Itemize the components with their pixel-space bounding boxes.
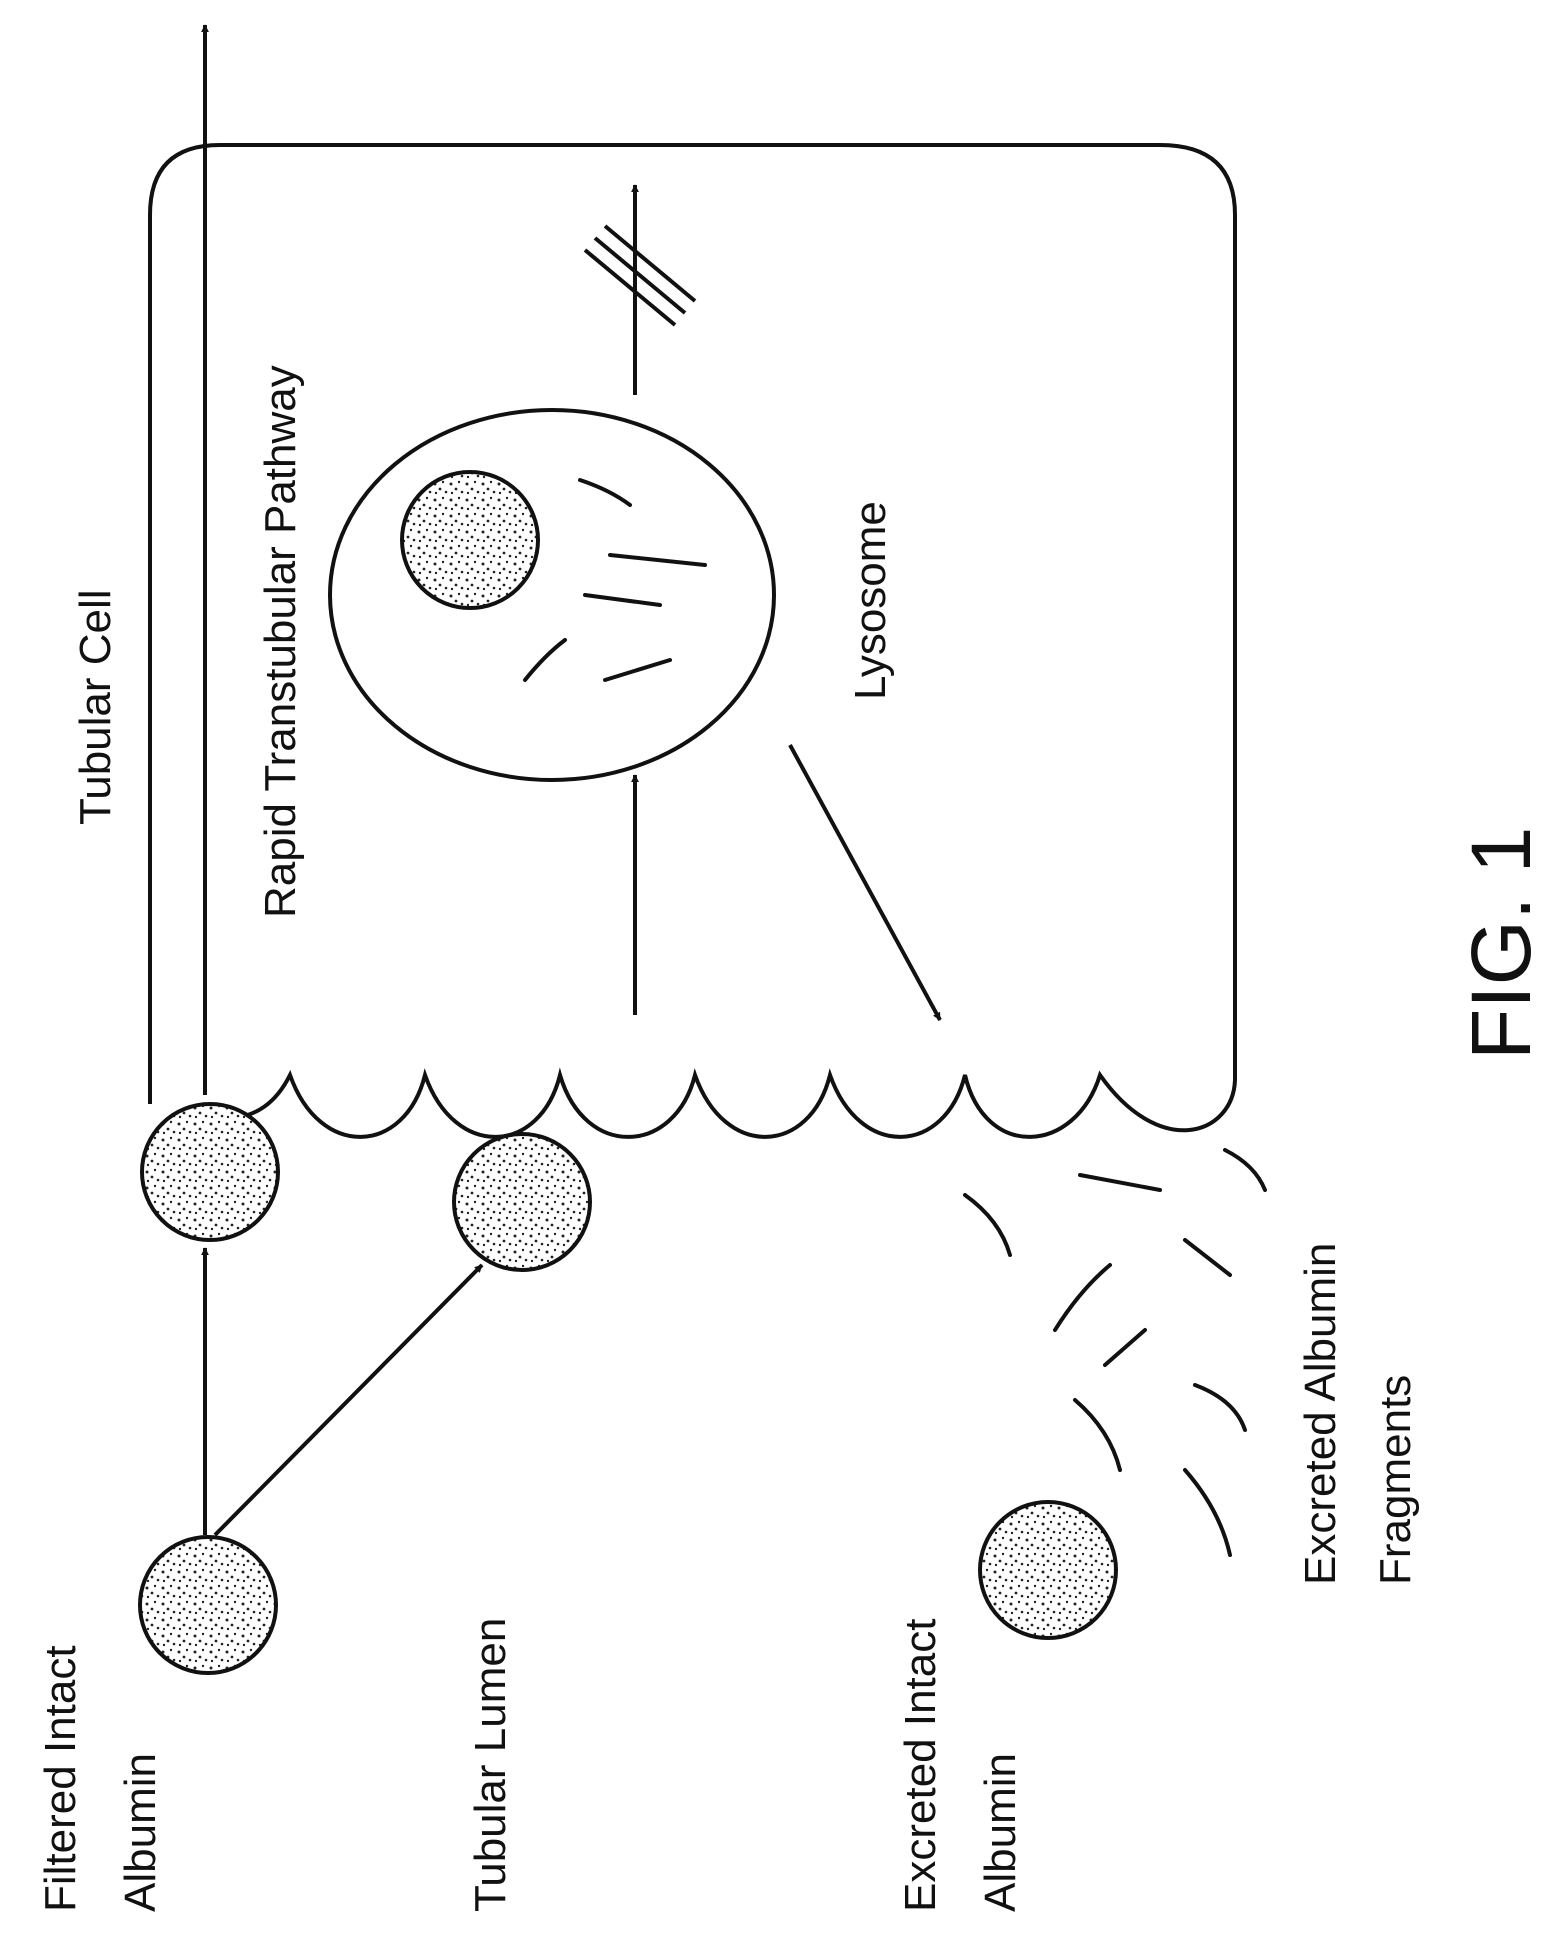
- excreted-intact-albumin: [980, 1502, 1116, 1638]
- figure-number: FIG. 1: [1454, 827, 1548, 1060]
- label-tubular-lumen: Tubular Lumen: [466, 1618, 515, 1912]
- albumin-at-membrane-2: [454, 1134, 590, 1270]
- label-excreted-intact-line1: Excreted Intact: [896, 1619, 945, 1912]
- block-slash-3: [605, 226, 695, 301]
- degradation-arrow: [790, 745, 940, 1020]
- fragment-1: [580, 480, 630, 505]
- label-rapid-transtubular-pathway: Rapid Transtubular Pathway: [256, 365, 305, 918]
- label-lysosome: Lysosome: [846, 501, 895, 700]
- fragment-2: [610, 555, 705, 565]
- excreted-fragment-6: [1105, 1330, 1145, 1365]
- lysosome: [330, 410, 774, 780]
- excreted-fragment-3: [1225, 1150, 1265, 1190]
- label-filtered-intact-line2: Albumin: [116, 1753, 165, 1912]
- excreted-fragment-9: [1185, 1470, 1230, 1555]
- fragment-3: [585, 595, 660, 605]
- excreted-fragment-2: [1080, 1175, 1160, 1190]
- excreted-fragment-7: [1075, 1400, 1120, 1470]
- lysosome-fragments: [525, 480, 705, 680]
- fragment-5: [605, 660, 670, 680]
- filtered-albumin: [140, 1537, 276, 1673]
- label-filtered-intact-line1: Filtered Intact: [36, 1645, 85, 1912]
- block-slash-1: [585, 250, 675, 325]
- albumin-in-lysosome: [402, 472, 538, 608]
- label-tubular-cell: Tubular Cell: [71, 589, 120, 825]
- block-mark: [585, 226, 695, 325]
- filtered-to-lumen-arrow: [215, 1265, 482, 1535]
- albumin-at-membrane-1: [142, 1104, 278, 1240]
- fragment-4: [525, 640, 565, 680]
- excreted-fragment-5: [1185, 1240, 1230, 1275]
- label-excreted-fragments-line2: Fragments: [1371, 1375, 1420, 1585]
- excreted-fragment-1: [965, 1195, 1010, 1255]
- excreted-fragment-8: [1195, 1385, 1245, 1430]
- excreted-fragments: [965, 1150, 1265, 1555]
- tubular-cell-outline: [150, 145, 1235, 1137]
- excreted-fragment-4: [1055, 1265, 1110, 1330]
- label-excreted-fragments-line1: Excreted Albumin: [1296, 1243, 1345, 1585]
- block-slash-2: [595, 238, 685, 313]
- label-excreted-intact-line2: Albumin: [976, 1753, 1025, 1912]
